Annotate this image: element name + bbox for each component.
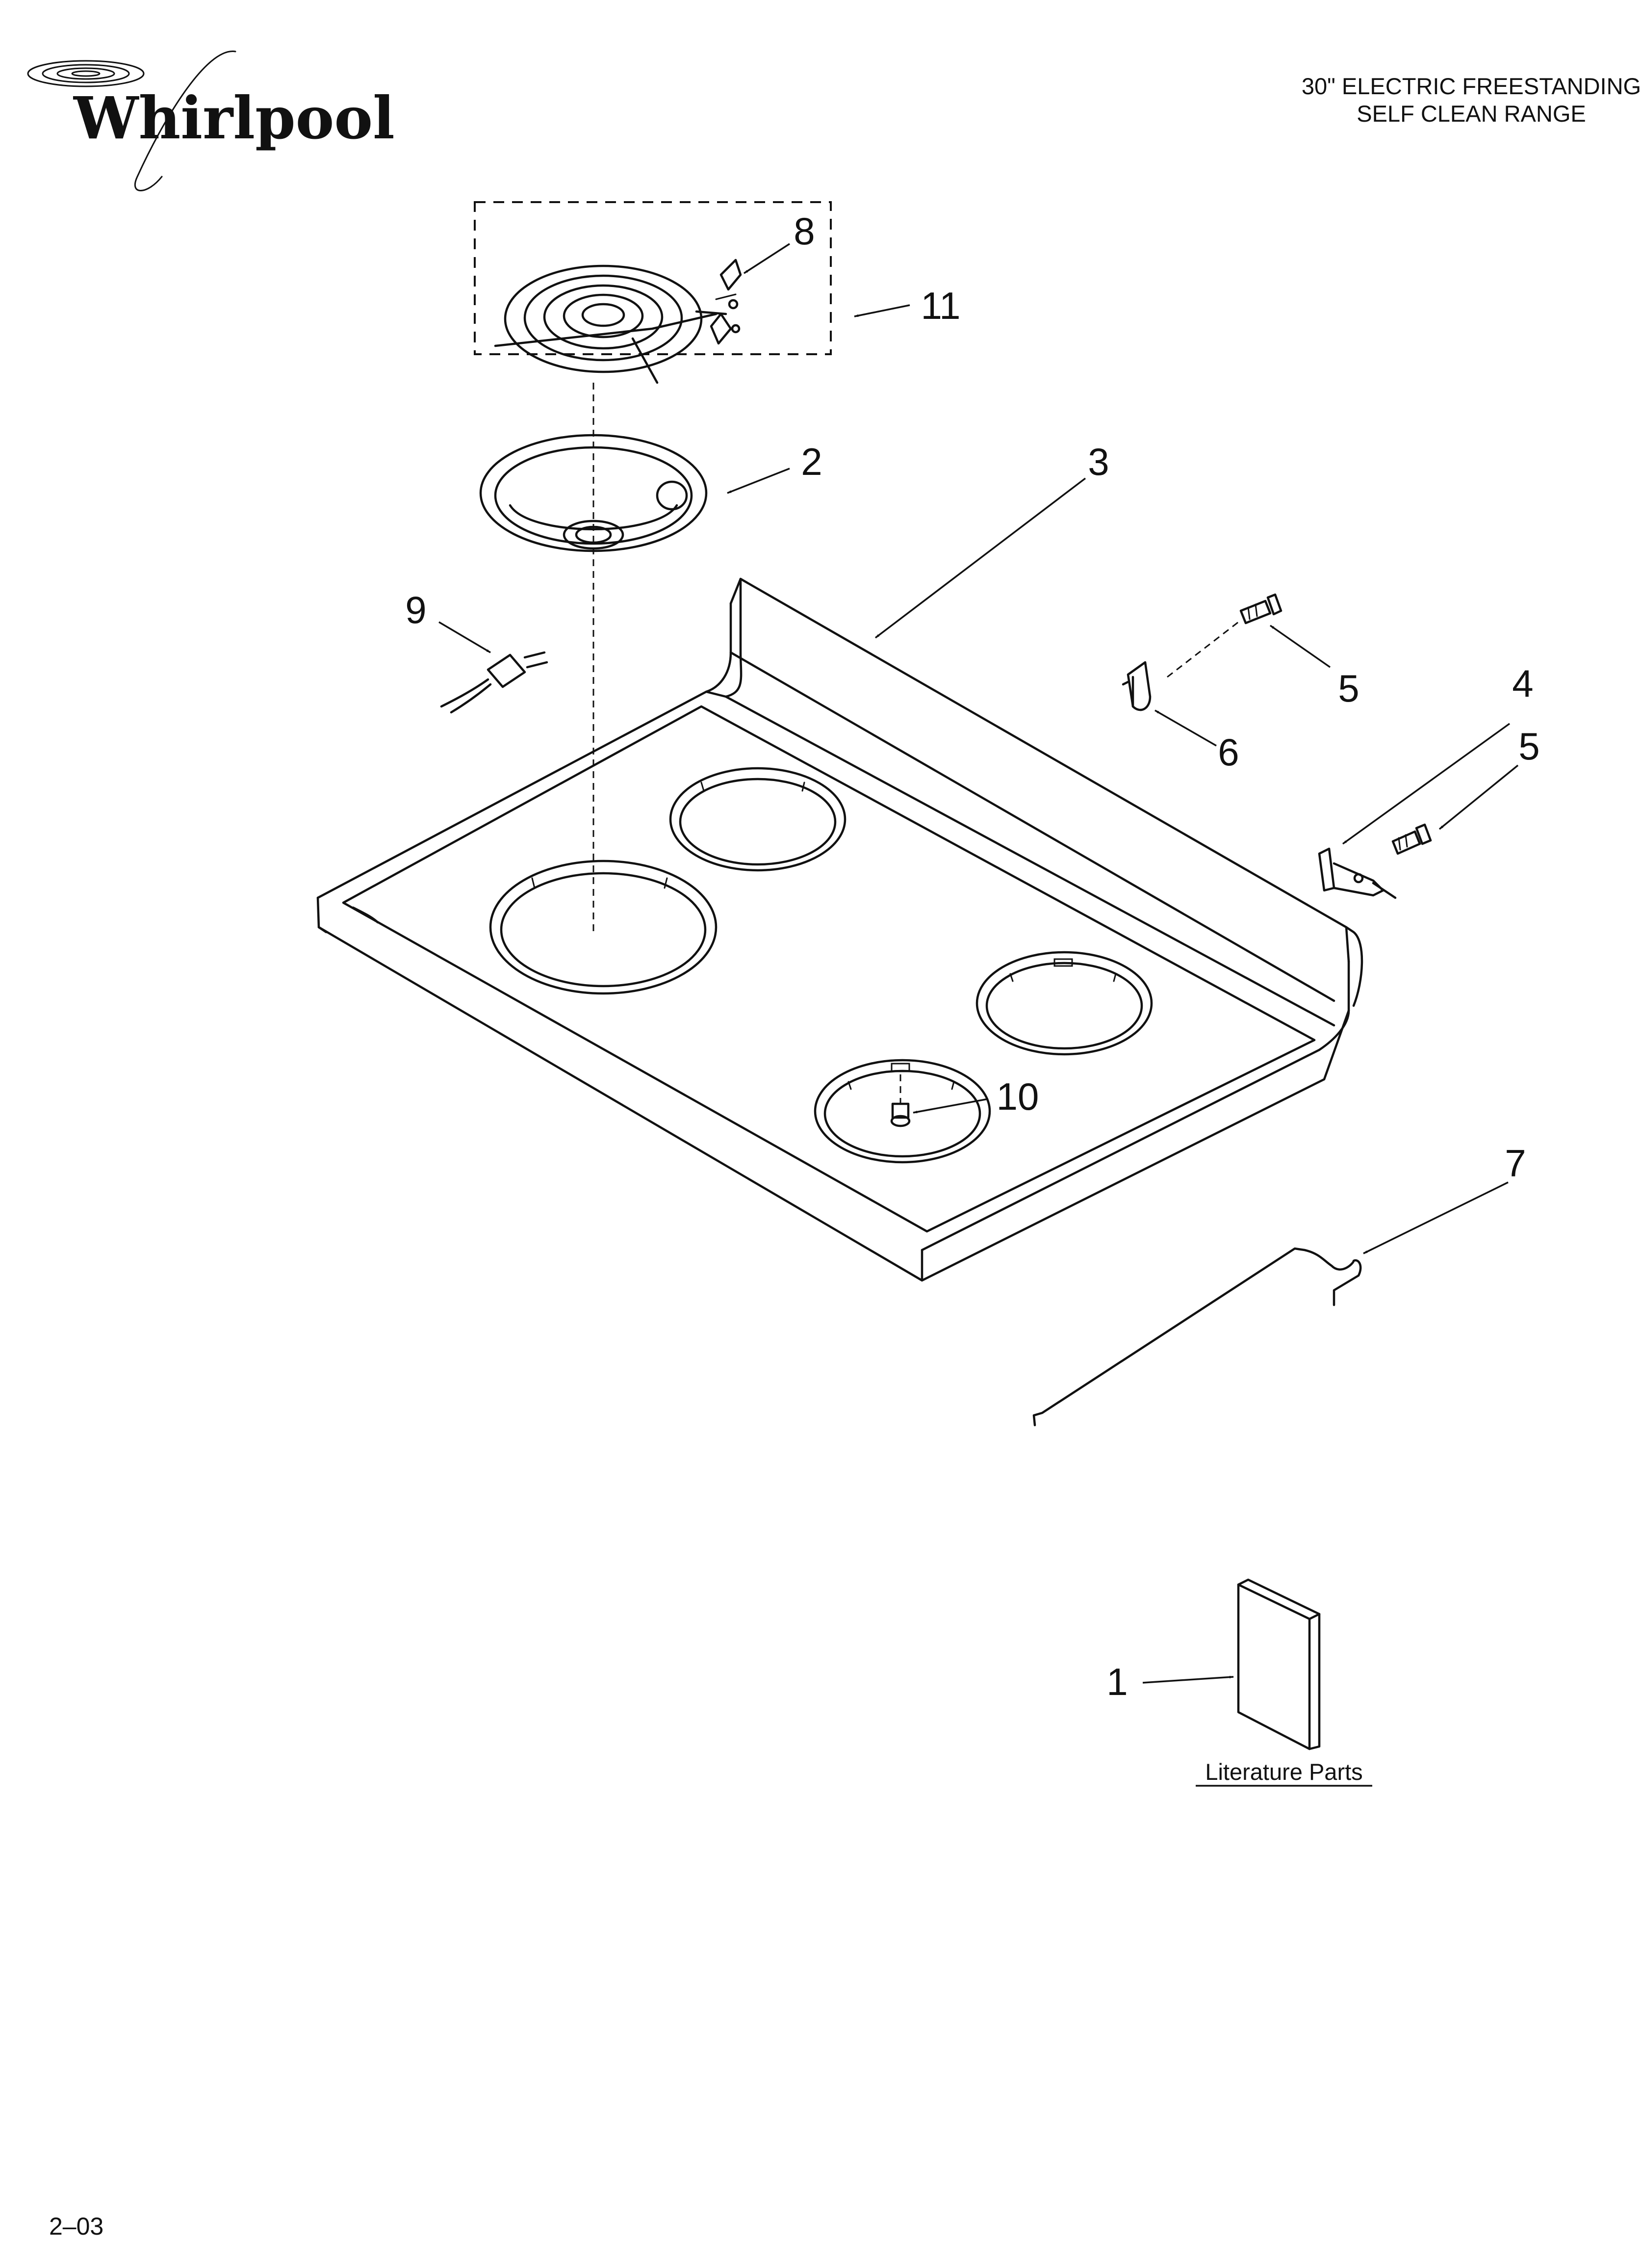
screw-part-5-lower — [1391, 823, 1432, 855]
brand-name: Whirlpool — [73, 84, 395, 152]
callout-6: 6 — [1218, 730, 1239, 774]
callout-7: 7 — [1505, 1142, 1526, 1185]
callout-3: 3 — [1088, 440, 1109, 483]
callout-8: 8 — [794, 209, 815, 253]
leader-4 — [1342, 723, 1511, 845]
leader-5-lower — [1438, 764, 1519, 830]
callout-4: 4 — [1512, 662, 1533, 705]
whirlpool-logo: Whirlpool — [27, 51, 395, 191]
screw-axis-upper — [1167, 621, 1239, 678]
leader-9 — [438, 621, 491, 653]
rod-part-7 — [1032, 1247, 1362, 1427]
screw-part-10 — [890, 1074, 911, 1127]
callout-11: 11 — [921, 284, 961, 327]
leader-1 — [1142, 1675, 1234, 1684]
leader-5-upper — [1269, 625, 1331, 668]
swirl-icon — [27, 51, 236, 191]
callout-5-lower: 5 — [1518, 725, 1539, 768]
literature-book-part-1 — [1237, 1578, 1321, 1750]
clip-part-6 — [1122, 661, 1152, 711]
date-code: 2–03 — [49, 2213, 103, 2240]
screw-part-5-upper — [1239, 593, 1283, 625]
literature-parts-caption: Literature Parts — [1205, 1759, 1362, 1785]
burner-opening-right-front — [814, 1059, 991, 1164]
range-title-line1: 30" ELECTRIC FREESTANDING — [1302, 73, 1641, 99]
terminal-block-part-8 — [710, 259, 742, 345]
surface-element-coil — [494, 264, 727, 384]
burner-opening-left-rear — [669, 767, 847, 872]
bracket-part-4 — [1318, 847, 1397, 899]
leader-3 — [874, 477, 1086, 639]
callout-numbers: 8 11 2 3 9 5 4 5 6 10 7 1 — [405, 209, 1539, 1703]
leader-6 — [1155, 709, 1217, 747]
leader-11 — [854, 304, 910, 317]
callout-10: 10 — [997, 1075, 1039, 1118]
leader-7 — [1363, 1181, 1509, 1254]
burner-opening-right-rear — [975, 951, 1153, 1056]
burner-opening-left-front — [489, 860, 718, 995]
callout-1: 1 — [1106, 1660, 1128, 1703]
callout-2: 2 — [801, 440, 822, 483]
leader-lines — [438, 243, 1519, 1684]
assembly-11-box — [474, 201, 832, 355]
cooktop-part-3 — [316, 577, 1363, 1282]
range-title-line2: SELF CLEAN RANGE — [1357, 101, 1586, 127]
callout-9: 9 — [405, 588, 426, 631]
leader-10 — [913, 1098, 989, 1114]
wire-connector-part-9 — [440, 651, 548, 714]
leader-2 — [727, 468, 790, 494]
callout-5-upper: 5 — [1338, 667, 1359, 710]
leader-8 — [744, 243, 790, 274]
surface-element-assembly — [474, 201, 832, 384]
